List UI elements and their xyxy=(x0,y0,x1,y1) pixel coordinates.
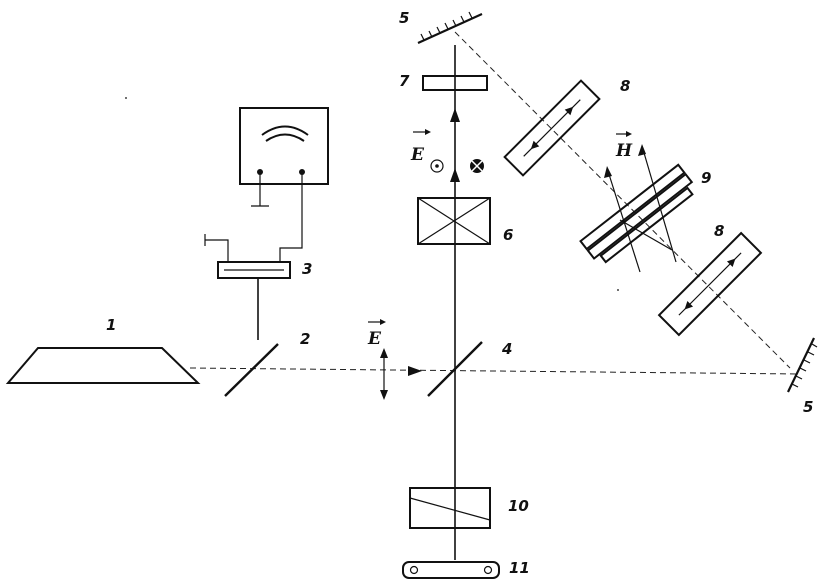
wave-plate-7 xyxy=(422,75,488,91)
diagonal-beam xyxy=(454,31,791,369)
label-5-right: 5 xyxy=(803,398,813,416)
meter-terminal xyxy=(299,169,305,175)
light-paths xyxy=(189,31,801,560)
meter-scale-inner-arc xyxy=(265,133,305,142)
beam-splitter-2 xyxy=(224,343,279,397)
detector-screw xyxy=(483,565,493,575)
vector-e-vertical: E xyxy=(410,145,425,165)
laser-source xyxy=(5,347,201,384)
mirror-top xyxy=(417,11,483,45)
polarization-vertical-arrow xyxy=(380,348,388,400)
label-11: 11 xyxy=(509,559,530,577)
ground-wire xyxy=(205,239,229,262)
up-arrow-icon xyxy=(450,108,460,122)
vector-h-field: H xyxy=(615,141,633,161)
label-6: 6 xyxy=(503,226,513,244)
meter-scale-arc xyxy=(261,125,309,136)
label-5-top: 5 xyxy=(399,9,409,27)
signal-wire xyxy=(279,172,303,262)
label-8-top: 8 xyxy=(620,77,630,95)
stray-mark xyxy=(617,289,619,291)
label-4: 4 xyxy=(501,340,512,358)
field-out-of-page-icon xyxy=(430,159,444,173)
beam-splitter-4 xyxy=(427,341,483,397)
label-9: 9 xyxy=(701,169,711,187)
vector-e-horizontal: E xyxy=(367,329,382,349)
photodetector xyxy=(217,261,291,279)
stray-mark xyxy=(125,97,127,99)
right-arrow-icon xyxy=(408,366,422,376)
detector-screw xyxy=(409,565,419,575)
horizontal-beam xyxy=(189,367,801,375)
label-8-bottom: 8 xyxy=(714,222,724,240)
h-field-arrows xyxy=(604,144,677,273)
mirror-right xyxy=(787,337,818,393)
detector-11 xyxy=(402,561,500,579)
vector-overarrows xyxy=(368,129,632,325)
polarizer-10 xyxy=(409,487,491,529)
up-arrow-icon xyxy=(450,168,460,182)
label-1: 1 xyxy=(106,316,116,334)
label-7: 7 xyxy=(399,72,410,90)
label-3: 3 xyxy=(302,260,312,278)
label-10: 10 xyxy=(508,497,529,515)
meter-box xyxy=(239,107,329,185)
faraday-cube xyxy=(417,197,491,245)
sample-9 xyxy=(579,163,694,264)
label-2: 2 xyxy=(300,330,310,348)
element-8-top xyxy=(503,79,601,177)
element-8-bottom xyxy=(657,231,763,337)
